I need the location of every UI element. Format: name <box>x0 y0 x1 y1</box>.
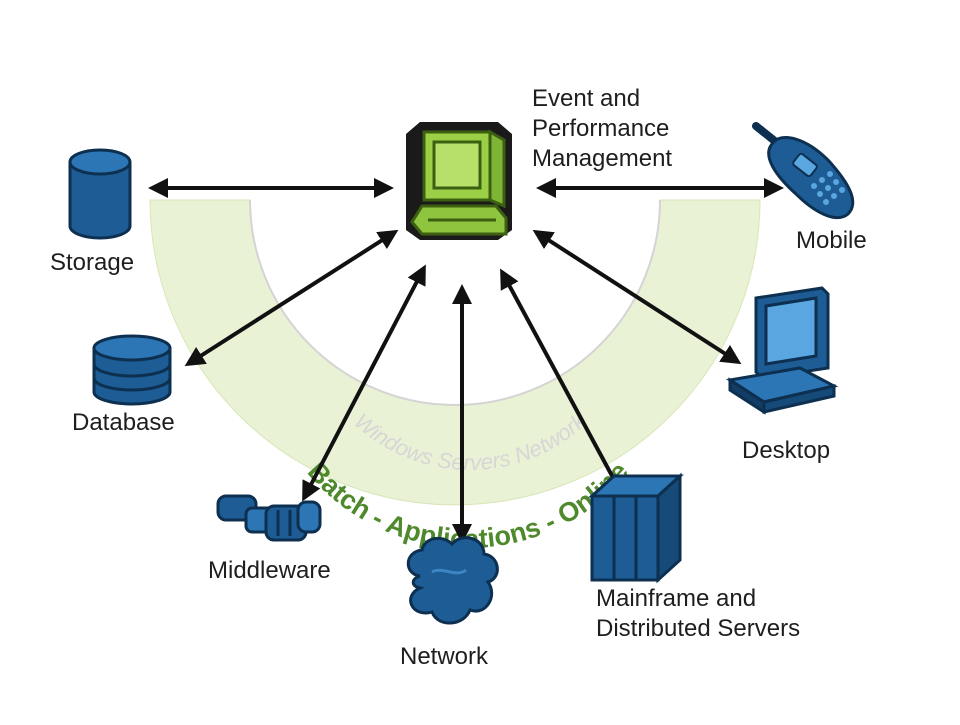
center-title-line-1: Event and <box>532 85 641 112</box>
storage-cylinder-icon <box>68 148 132 240</box>
middleware-pipes-icon <box>216 494 322 542</box>
arrow-mainframe <box>500 268 626 502</box>
mobile-label: Mobile <box>796 227 867 254</box>
arrow-desktop <box>532 229 742 365</box>
database-icon <box>92 334 172 406</box>
network-label: Network <box>400 643 489 670</box>
server-rack-icon <box>588 472 684 584</box>
desktop-computer-icon <box>725 286 839 415</box>
middleware-label: Middleware <box>208 557 331 584</box>
arrow-database <box>184 229 399 367</box>
network-cloud-icon <box>406 536 499 625</box>
connector-arrows <box>148 178 784 544</box>
mainframe-label-line-1: Mainframe and <box>596 585 757 612</box>
center-title-line-2: Performance <box>532 115 670 142</box>
workstation-icon <box>406 122 512 240</box>
desktop-label: Desktop <box>742 437 831 464</box>
mainframe-label-line-2: Distributed Servers <box>596 615 801 642</box>
mainframe-label: Mainframe and Distributed Servers <box>596 584 800 644</box>
database-label: Database <box>72 409 175 436</box>
center-title-line-3: Management <box>532 145 673 172</box>
center-title: Event and Performance Management <box>532 84 672 174</box>
storage-label: Storage <box>50 249 135 276</box>
arrow-middleware <box>302 264 426 502</box>
mobile-phone-icon <box>752 122 855 220</box>
